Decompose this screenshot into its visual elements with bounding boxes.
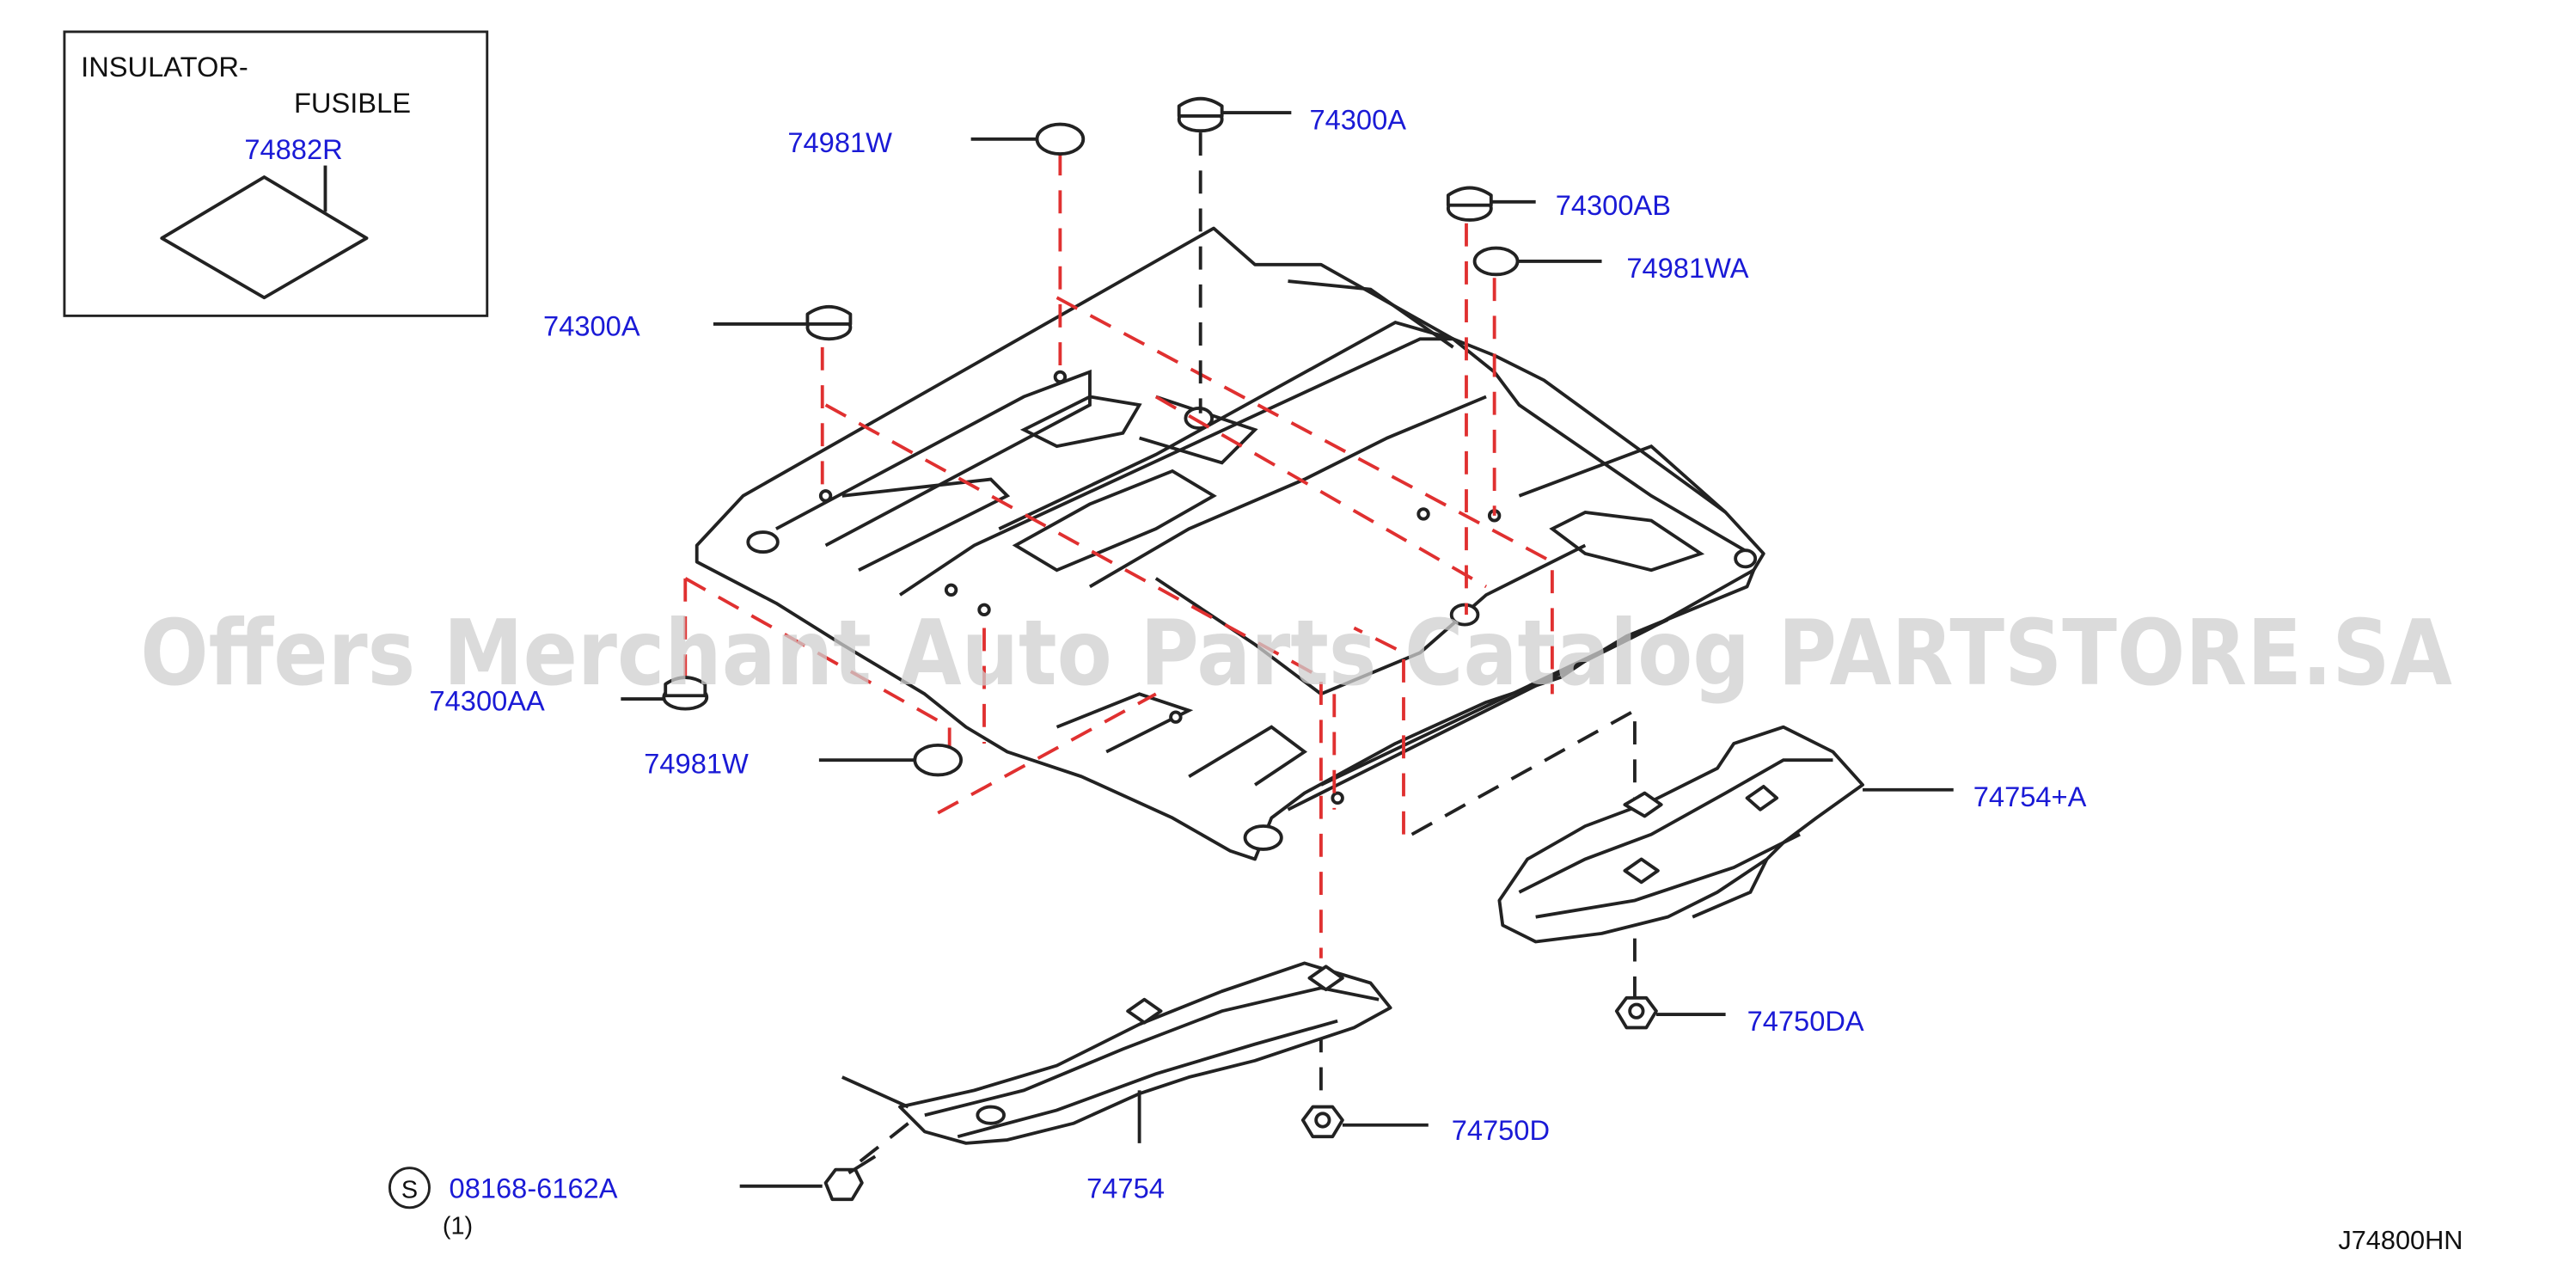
small-hole (944, 583, 958, 597)
callout-74981wa[interactable]: 74981WA (1626, 252, 1748, 284)
grommet-74300aa[interactable] (621, 676, 709, 711)
small-hole (977, 603, 991, 617)
tunnel-recess (1012, 469, 1217, 573)
callout-74300ab[interactable]: 74300AB (1556, 189, 1671, 221)
callout-74754[interactable]: 74754 (1086, 1172, 1165, 1203)
small-hole (818, 489, 833, 503)
callout-74754-plus-a[interactable]: 74754+A (1973, 781, 2087, 812)
lower-rail-2 (1320, 618, 1669, 787)
grommet-74300a-top[interactable] (1177, 96, 1292, 133)
plug-74981w-bottom[interactable] (818, 743, 964, 777)
left-pan-slot (1019, 395, 1142, 449)
bolt-marker-letter: S (401, 1176, 418, 1203)
inset-box: INSULATOR- FUSIBLE 74882R (63, 30, 489, 317)
inset-title-line1: INSULATOR- (81, 51, 248, 83)
small-hole (1053, 370, 1068, 384)
panel-hole (746, 530, 780, 554)
callout-74750da[interactable]: 74750DA (1747, 1005, 1864, 1037)
plug-74981w-top[interactable] (970, 122, 1086, 156)
diagram-code: J74800HN (2338, 1225, 2463, 1255)
floor-panel-outline (694, 226, 1765, 861)
floor-panel (694, 226, 1765, 861)
callout-74981w-bottom[interactable]: 74981W (644, 748, 749, 780)
guide-line-black (844, 1122, 909, 1174)
panel-hole (1734, 548, 1758, 569)
panel-hole (1243, 824, 1283, 851)
rear-ridge (1288, 279, 1454, 349)
inset-part-number[interactable]: 74882R (244, 133, 342, 165)
tunnel-ridge (998, 320, 1454, 530)
callout-74750d[interactable]: 74750D (1452, 1114, 1550, 1146)
front-pan-slot (1055, 692, 1194, 754)
callout-74981w-top[interactable]: 74981W (787, 126, 892, 158)
tunnel-ridge-2 (1088, 395, 1487, 589)
small-hole (1331, 791, 1344, 805)
guide-line (1353, 626, 1405, 835)
bolt-quantity: (1) (443, 1213, 473, 1240)
callout-74300a-left[interactable]: 74300A (543, 309, 640, 341)
guide-line (1154, 395, 1487, 589)
grommet-74300a-left[interactable] (713, 304, 853, 341)
bolt-marker-circle (388, 1167, 431, 1210)
right-pan-edge (1518, 444, 1727, 514)
right-pan-recess (1549, 511, 1705, 573)
small-hole (1169, 710, 1183, 724)
tunnel-upper-edge (898, 337, 1752, 597)
inset-title-line2: FUSIBLE (294, 87, 411, 119)
front-pan-slot-2 (1188, 725, 1308, 787)
guide-line-black (1410, 707, 1637, 836)
watermark: Offers Merchant Auto Parts Catalog PARTS… (140, 600, 2452, 706)
nut-74750da[interactable] (1614, 995, 1726, 1030)
left-pan-rib (775, 369, 1092, 548)
small-hole (1416, 507, 1430, 521)
left-pan-rib-2 (841, 477, 1011, 572)
plug-74981wa[interactable] (1472, 246, 1602, 277)
callout-74300aa[interactable]: 74300AA (430, 685, 546, 717)
grommet-74300ab[interactable] (1446, 186, 1536, 222)
guide-line (1055, 296, 1554, 695)
guide-line (937, 692, 1157, 815)
heat-shield-74754[interactable] (841, 961, 1392, 1145)
callout-08168-6162a[interactable]: 08168-6162A (450, 1172, 618, 1203)
bolt-08168-6162a[interactable] (739, 1154, 877, 1202)
nut-74750d[interactable] (1300, 1105, 1429, 1139)
heat-shield-74754-plus-a[interactable] (1497, 725, 1954, 944)
insulator-pad-shape (160, 175, 369, 300)
callout-74300a-top[interactable]: 74300A (1309, 103, 1406, 135)
